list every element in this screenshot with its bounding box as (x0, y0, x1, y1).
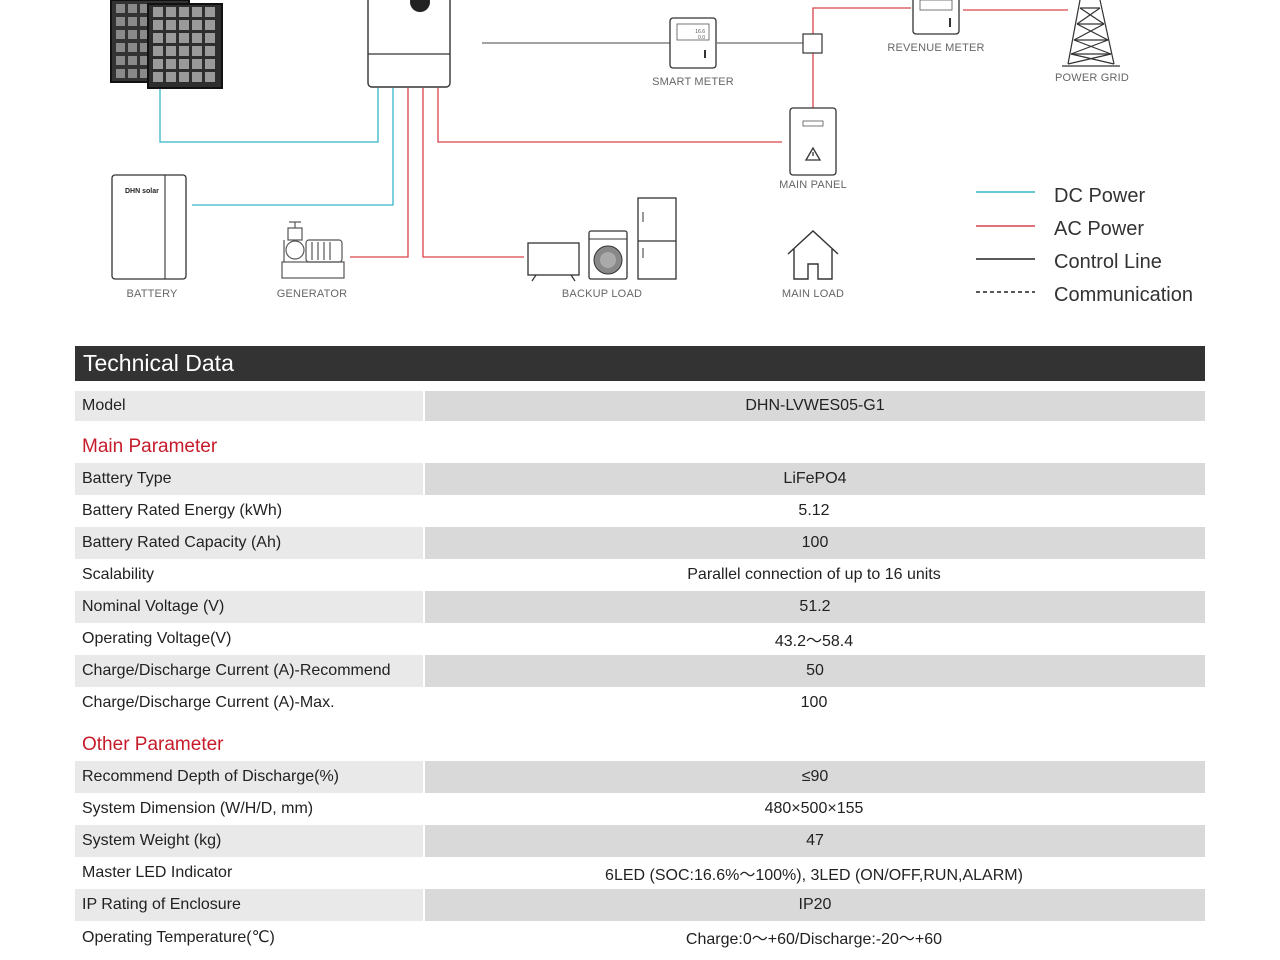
legend-ac-label: AC Power (1054, 218, 1144, 240)
row-label: Battery Rated Capacity (Ah) (75, 527, 423, 559)
row-label: Recommend Depth of Discharge(%) (75, 761, 423, 793)
row-value: 51.2 (425, 591, 1205, 623)
table-row: Operating Temperature(℃) Charge:0～+60/Dis… (75, 921, 1205, 953)
backup-load-icon (527, 197, 677, 282)
dc-power-lines (159, 88, 394, 206)
battery-brand-logo: DHN solar (125, 188, 159, 195)
row-value: 43.2～58.4 (774, 633, 854, 650)
table-row: Charge/Discharge Current (A)-Max. 100 (75, 687, 1205, 719)
row-value: 100 (425, 527, 1205, 559)
battery-label: BATTERY (126, 288, 178, 300)
table-row: Battery Rated Energy (kWh) 5.12 (75, 495, 1205, 527)
legend: DC Power AC Power Control Line Communica… (976, 185, 1193, 306)
row-label: IP Rating of Enclosure (75, 889, 423, 921)
technical-data-title: Technical Data (75, 346, 1205, 381)
revenue-meter-label: REVENUE METER (887, 42, 984, 54)
row-label: Battery Type (75, 463, 423, 495)
ac-power-lines (350, 7, 1068, 258)
legend-communication-label: Communication (1054, 284, 1193, 306)
smart-meter-label: SMART METER (652, 76, 734, 88)
inverter-icon (367, 0, 451, 88)
row-value: Parallel connection of up to 16 units (687, 566, 941, 583)
table-row: System Weight (kg)47 (75, 825, 1205, 857)
tv-icon (527, 242, 580, 282)
generator-icon (281, 221, 345, 279)
main-panel-label: MAIN PANEL (779, 179, 847, 191)
backup-load-label: BACKUP LOAD (562, 288, 642, 300)
table-row: Nominal Voltage (V)51.2 (75, 591, 1205, 623)
legend-control-label: Control Line (1054, 251, 1162, 273)
row-label: Scalability (82, 566, 155, 583)
smart-meter-reading-2: 0.0 (698, 35, 705, 41)
model-row: Model DHN-LVWES05-G1 (75, 391, 1205, 421)
main-load-label: MAIN LOAD (782, 288, 844, 300)
battery-icon: DHN solar (111, 174, 187, 280)
revenue-meter-icon (912, 0, 960, 35)
house-icon (787, 230, 839, 280)
legend-dc-label: DC Power (1054, 185, 1145, 207)
refrigerator-icon (637, 197, 677, 280)
row-label: Operating Temperature(℃) (82, 929, 275, 946)
row-label: Charge/Discharge Current (A)-Max. (82, 694, 335, 711)
row-value: IP20 (425, 889, 1205, 921)
power-grid-tower-icon (1062, 0, 1120, 67)
table-row: Scalability Parallel connection of up to … (75, 559, 1205, 591)
main-panel-icon (789, 107, 837, 176)
table-row: Recommend Depth of Discharge(%)≤90 (75, 761, 1205, 793)
table-row: Master LED Indicator 6LED (SOC:16.6%～100%… (75, 857, 1205, 889)
table-row: System Dimension (W/H/D, mm) 480×500×155 (75, 793, 1205, 825)
main-parameter-heading: Main Parameter (82, 436, 218, 457)
row-label: Operating Voltage(V) (82, 630, 232, 647)
solar-panel-icon (110, 0, 223, 89)
row-value: LiFePO4 (425, 463, 1205, 495)
technical-data-table: Technical Data Model DHN-LVWES05-G1 Main… (75, 346, 1205, 953)
row-value: Charge:0～+60/Discharge:-20～+60 (685, 931, 943, 948)
row-label: Nominal Voltage (V) (75, 591, 423, 623)
model-value: DHN-LVWES05-G1 (425, 391, 1205, 421)
row-label: Charge/Discharge Current (A)-Recommend (75, 655, 423, 687)
generator-label: GENERATOR (277, 288, 347, 300)
washing-machine-icon (588, 230, 628, 280)
table-row: Operating Voltage(V) 43.2～58.4 (75, 623, 1205, 655)
system-diagram: 16.6 0.0 SMART METER REVENUE METER POWER… (110, 0, 1193, 306)
other-parameter-heading: Other Parameter (82, 734, 224, 755)
model-label: Model (75, 391, 423, 421)
row-value: 5.12 (798, 502, 830, 519)
row-label: Battery Rated Energy (kWh) (82, 502, 283, 519)
row-label: Master LED Indicator (82, 864, 233, 881)
row-label: System Dimension (W/H/D, mm) (82, 800, 314, 817)
row-value: 480×500×155 (764, 800, 864, 817)
row-value: ≤90 (425, 761, 1205, 793)
smart-meter-reading-1: 16.6 (695, 29, 705, 35)
junction-box-icon (802, 33, 823, 54)
power-grid-label: POWER GRID (1055, 72, 1129, 84)
row-value: 47 (425, 825, 1205, 857)
smart-meter-icon: 16.6 0.0 (669, 17, 717, 69)
row-value: 100 (800, 694, 828, 711)
row-value: 6LED (SOC:16.6%～100%), 3LED (ON/OFF,RUN,… (605, 867, 1023, 884)
row-value: 50 (425, 655, 1205, 687)
table-row: Battery Rated Capacity (Ah)100 (75, 527, 1205, 559)
row-label: System Weight (kg) (75, 825, 423, 857)
